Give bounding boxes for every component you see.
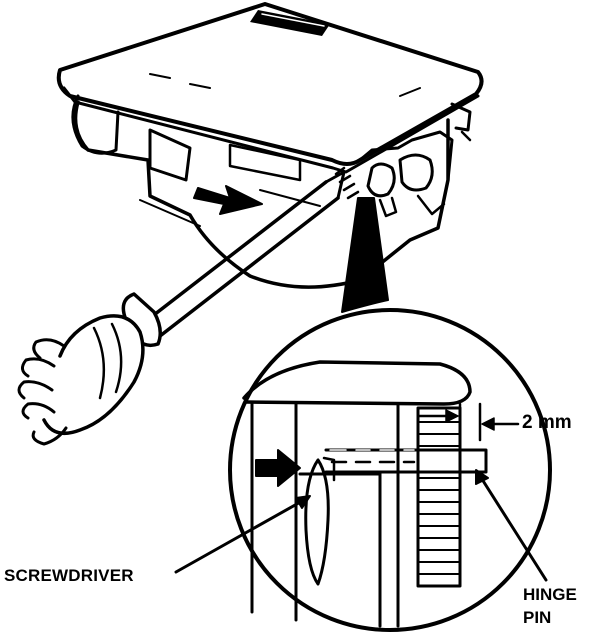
fuse-box bbox=[56, 2, 484, 289]
detail-arrow-icon bbox=[341, 197, 389, 313]
screwdriver-tip bbox=[304, 458, 330, 586]
direction-arrow-icon bbox=[193, 185, 263, 215]
leader-lines bbox=[174, 469, 548, 582]
screwdriver-label: SCREWDRIVER bbox=[4, 566, 134, 585]
box-body bbox=[73, 100, 450, 289]
hinge-pin-label-line1: HINGE bbox=[523, 585, 577, 604]
detail-circle bbox=[228, 308, 552, 632]
screwdriver-leader bbox=[174, 498, 306, 574]
box-lid bbox=[56, 2, 484, 166]
ratchet-gear bbox=[416, 406, 462, 588]
hinge-pin-label-line2: PIN bbox=[523, 608, 552, 627]
detail-view bbox=[228, 308, 552, 632]
hinge-pin-label: HINGE PIN bbox=[523, 583, 577, 629]
screwdriver bbox=[17, 170, 346, 446]
dimension-arrow-icon bbox=[416, 402, 520, 442]
push-arrow-icon bbox=[255, 449, 301, 487]
gap-dimension-label: 2 mm bbox=[522, 412, 572, 433]
hinge-pin-leader bbox=[478, 474, 548, 582]
